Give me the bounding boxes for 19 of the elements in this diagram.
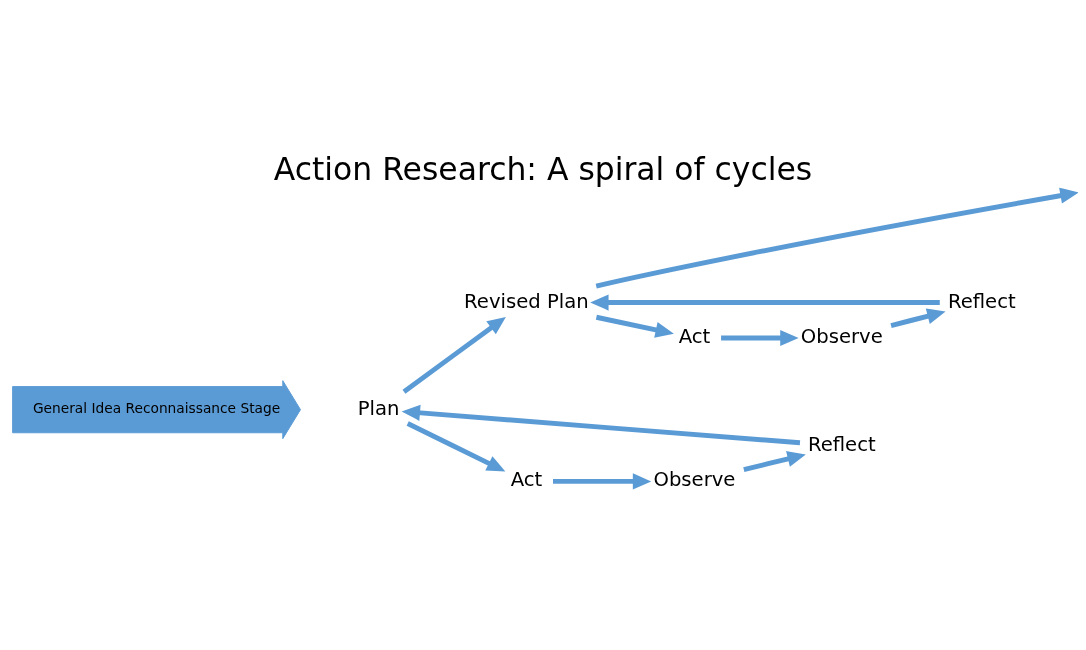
arrow bbox=[595, 187, 1078, 289]
arrow bbox=[743, 451, 806, 472]
node-text: Act bbox=[510, 468, 543, 492]
node-text: Plan bbox=[357, 396, 400, 420]
arrow bbox=[401, 404, 801, 446]
node-text: Reflect bbox=[807, 432, 876, 456]
arrow bbox=[406, 421, 506, 472]
arrow bbox=[590, 294, 940, 311]
arrow bbox=[402, 316, 506, 394]
diagram-title: Action Research: A spiral of cycles bbox=[273, 151, 813, 188]
node-text: Act bbox=[678, 324, 711, 348]
arrow bbox=[721, 329, 799, 346]
node-text: Observe bbox=[800, 324, 883, 348]
arrow bbox=[553, 473, 652, 490]
arrow bbox=[890, 308, 946, 328]
node-text: Observe bbox=[653, 468, 736, 492]
node-text: Revised Plan bbox=[464, 289, 589, 313]
arrow bbox=[595, 314, 674, 338]
node-text: Reflect bbox=[947, 289, 1016, 313]
